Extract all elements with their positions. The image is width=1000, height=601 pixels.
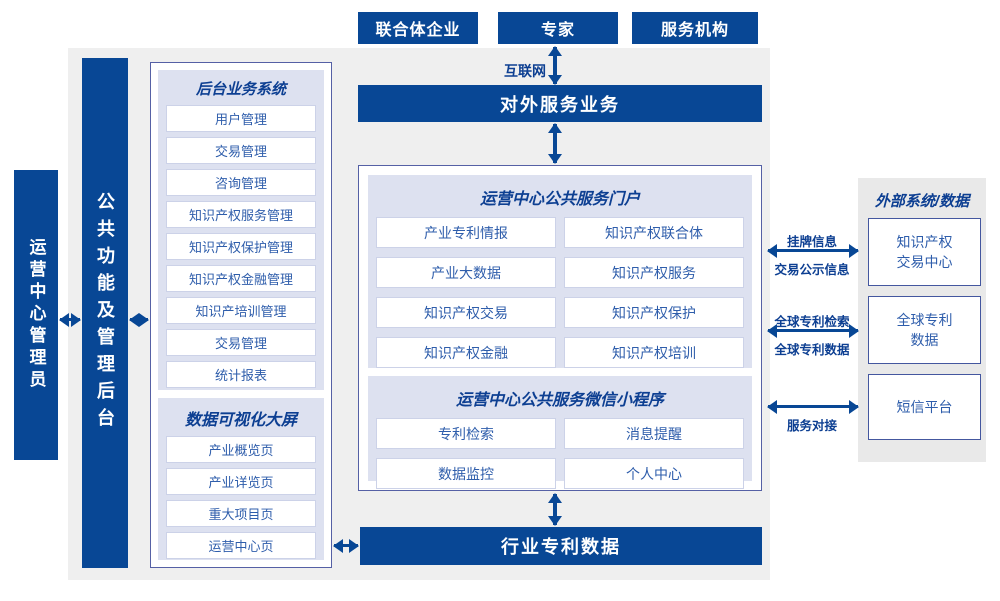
industry-data-label: 行业专利数据 <box>501 537 621 557</box>
backend-bar: 公共功能及管理后台 <box>82 58 128 568</box>
list-item: 产业专利情报 <box>376 217 556 248</box>
actor-agency-label: 服务机构 <box>660 22 729 39</box>
dashboard-items: 产业概览页 产业详览页 重大项目页 运营中心页 <box>166 436 316 559</box>
portal-title: 运营中心公共服务门户 <box>479 191 640 208</box>
global-patent-search-label: 全球专利检索 <box>774 315 850 329</box>
arrow-panel-to-data <box>333 538 359 553</box>
arrow-internet <box>548 46 562 85</box>
list-item: 交易管理 <box>166 329 316 356</box>
list-item: 消息提醒 <box>564 418 744 449</box>
list-item: 知识产培训管理 <box>166 297 316 324</box>
listing-info-label: 挂牌信息 <box>786 235 837 249</box>
list-item: 数据监控 <box>376 458 556 489</box>
admin-bar-label: 运营中心管理员 <box>26 238 46 392</box>
service-connect-label: 服务对接 <box>786 419 837 433</box>
actor-consortium-label: 联合体企业 <box>375 22 461 39</box>
list-item: 交易管理 <box>166 137 316 164</box>
list-item: 统计报表 <box>166 361 316 388</box>
list-item: 知识产权联合体 <box>564 217 744 248</box>
internet-label: 互联网 <box>504 63 546 79</box>
arrow-portal-to-data <box>548 493 562 526</box>
arrow-service-to-portal <box>548 123 562 164</box>
list-item: 知识产权培训 <box>564 337 744 368</box>
external-service-bar: 对外服务业务 <box>358 85 762 122</box>
actor-expert-label: 专家 <box>540 22 575 39</box>
miniprogram-items: 专利检索 消息提醒 数据监控 个人中心 <box>376 418 744 489</box>
list-item: 产业详览页 <box>166 468 316 495</box>
external-systems-title: 外部系统/数据 <box>874 193 970 210</box>
list-item: 知识产权服务管理 <box>166 201 316 228</box>
list-item: 用户管理 <box>166 105 316 132</box>
miniprogram-panel: 运营中心公共服务微信小程序 专利检索 消息提醒 数据监控 个人中心 <box>368 376 752 489</box>
list-item: 知识产权服务 <box>564 257 744 288</box>
portal-panel: 运营中心公共服务门户 产业专利情报 知识产权联合体 产业大数据 知识产权服务 知… <box>368 175 752 368</box>
actor-consortium-box: 联合体企业 <box>358 12 478 44</box>
list-item: 产业概览页 <box>166 436 316 463</box>
arrow-trade-center <box>767 243 859 258</box>
list-item: 知识产权金融 <box>376 337 556 368</box>
list-item: 产业大数据 <box>376 257 556 288</box>
actor-expert-box: 专家 <box>498 12 618 44</box>
arrow-patent-data <box>767 323 859 338</box>
list-item: 知识产权保护 <box>564 297 744 328</box>
industry-data-bar: 行业专利数据 <box>360 527 762 565</box>
list-item: 知识产权保护管理 <box>166 233 316 260</box>
global-patent-data-label: 全球专利数据 <box>774 343 850 357</box>
list-item: 知识产权金融管理 <box>166 265 316 292</box>
arrow-admin-backend <box>59 312 81 327</box>
ip-trade-center-box: 知识产权 交易中心 <box>868 218 981 286</box>
dashboard-title: 数据可视化大屏 <box>184 412 297 429</box>
list-item: 知识产权交易 <box>376 297 556 328</box>
admin-bar: 运营中心管理员 <box>14 170 58 460</box>
list-item: 运营中心页 <box>166 532 316 559</box>
list-item: 重大项目页 <box>166 500 316 527</box>
actor-agency-box: 服务机构 <box>632 12 758 44</box>
list-item: 个人中心 <box>564 458 744 489</box>
trade-publicity-label: 交易公示信息 <box>774 263 850 277</box>
list-item: 专利检索 <box>376 418 556 449</box>
backend-system-items: 用户管理 交易管理 咨询管理 知识产权服务管理 知识产权保护管理 知识产权金融管… <box>166 105 316 388</box>
global-patent-data-box: 全球专利 数据 <box>868 296 981 364</box>
portal-items: 产业专利情报 知识产权联合体 产业大数据 知识产权服务 知识产权交易 知识产权保… <box>376 217 744 368</box>
arrow-sms-platform <box>767 399 859 414</box>
miniprogram-title: 运营中心公共服务微信小程序 <box>455 392 664 409</box>
external-service-label: 对外服务业务 <box>500 94 620 115</box>
backend-bar-label: 公共功能及管理后台 <box>95 191 115 435</box>
backend-system-panel: 后台业务系统 用户管理 交易管理 咨询管理 知识产权服务管理 知识产权保护管理 … <box>158 70 324 390</box>
backend-system-title: 后台业务系统 <box>195 81 286 98</box>
dashboard-panel: 数据可视化大屏 产业概览页 产业详览页 重大项目页 运营中心页 <box>158 398 324 560</box>
sms-platform-box: 短信平台 <box>868 374 981 440</box>
arrow-backend-panel <box>129 312 149 327</box>
list-item: 咨询管理 <box>166 169 316 196</box>
